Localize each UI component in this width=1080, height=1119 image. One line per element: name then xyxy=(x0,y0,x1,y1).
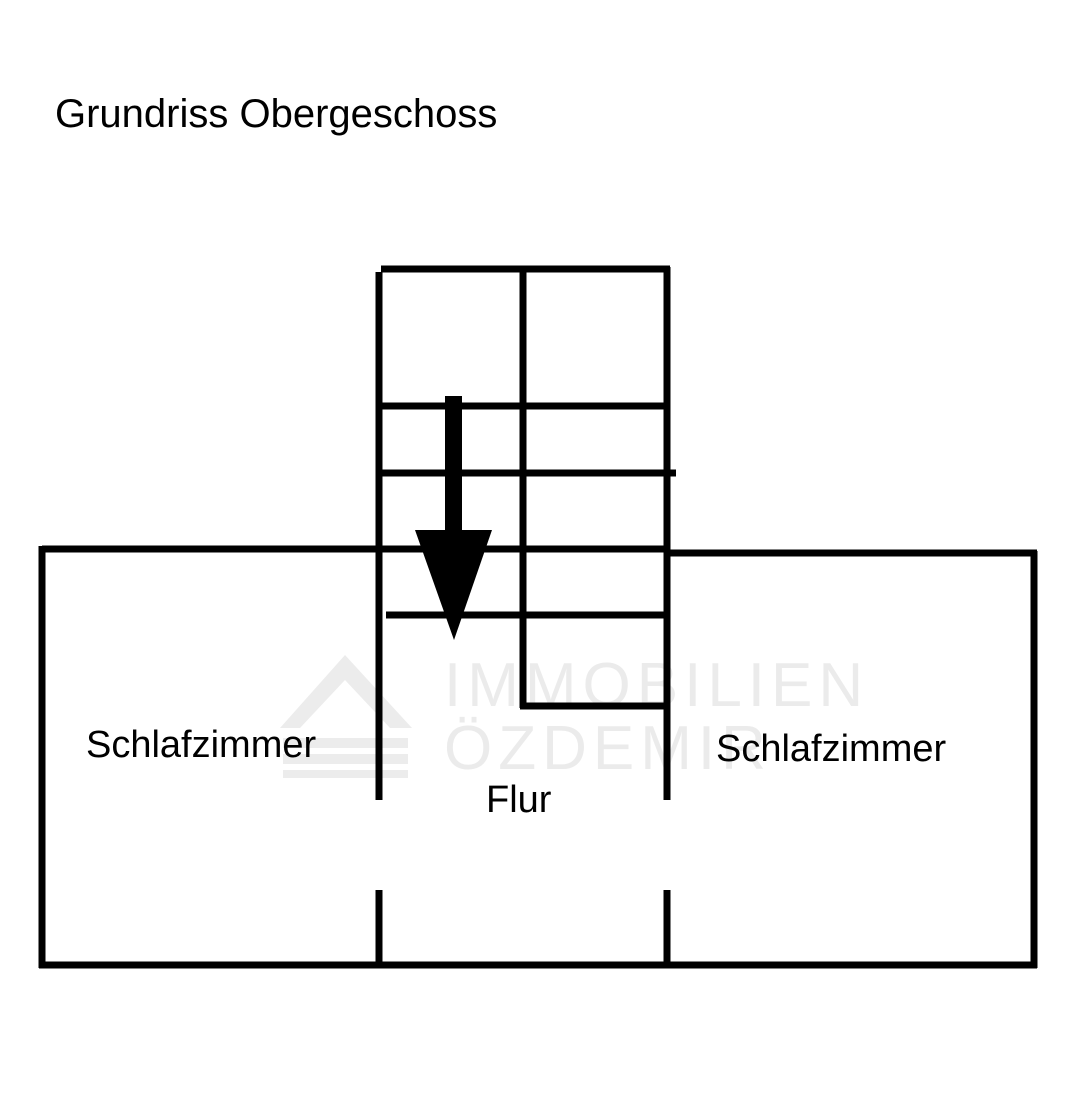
room-label-right-bedroom: Schlafzimmer xyxy=(716,728,947,770)
watermark-line-2: ÖZDEMIR xyxy=(444,714,772,783)
room-label-left-bedroom: Schlafzimmer xyxy=(86,724,317,766)
room-label-hallway: Flur xyxy=(486,779,552,821)
arrow-down-icon xyxy=(415,396,492,640)
page-title: Grundriss Obergeschoss xyxy=(55,92,498,136)
